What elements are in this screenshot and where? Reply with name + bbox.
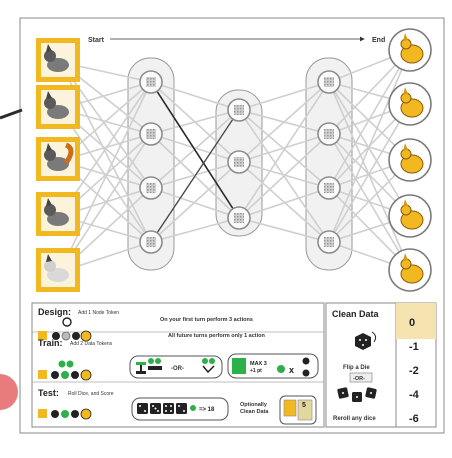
train-option-icons [136,358,215,374]
clean-data-panel [325,302,397,428]
train-icons [38,360,92,381]
network-node[interactable] [139,176,163,200]
test-threshold: => 18 [199,407,215,413]
test-subtitle: Roll Dice, and Score [68,391,114,397]
train-pt: +1 pt [250,368,262,374]
train-max-box [227,353,319,379]
train-subtitle: Add 2 Data Tokens [70,341,113,347]
reroll-label: Reroll any dice [333,416,376,422]
network-node[interactable] [227,98,251,122]
test-icons [38,408,92,420]
leopard-icon [400,199,424,230]
train-x: x [289,365,294,375]
rabbit-icon [44,198,69,226]
input-tile-wolf[interactable] [36,85,80,129]
layer-1-column [127,57,175,271]
end-label: End [372,37,385,44]
active-edge [150,81,240,219]
squirrel-icon [400,253,424,284]
flip-label: Flip a Die [343,365,370,371]
green-card-icon [232,358,246,374]
test-optional-2: Clean Data [240,409,269,415]
active-edge-2 [150,109,240,243]
die-icon [355,331,377,350]
nodes [139,70,341,254]
output-rabbit[interactable] [388,82,432,126]
design-line-2: All future turns perform only 1 action [168,333,266,339]
input-tiles [36,38,80,292]
clean-data-title: Clean Data [332,309,380,319]
token-icon [277,365,285,373]
wolf-icon [44,91,69,119]
score-values: 0 -1 -2 -4 -6 [409,317,420,425]
dice-icons [137,403,196,414]
input-tile-wolf[interactable] [36,38,80,82]
network-node[interactable] [317,122,341,146]
network-node[interactable] [227,150,251,174]
fish-icon [400,33,424,64]
card-icon [283,399,297,417]
output-fish[interactable] [388,28,432,72]
edge-stick [0,108,23,120]
rabbit-icon [400,87,424,118]
squirrel-icon [44,142,74,171]
network-node[interactable] [317,176,341,200]
network-node[interactable] [139,230,163,254]
test-card-value: 5 [302,402,306,409]
reroll-dice-icon [337,387,377,402]
network-node[interactable] [227,206,251,230]
train-max: MAX 3 [250,361,267,367]
design-subtitle: Add 1 Node Token [78,310,119,316]
output-squirrel[interactable] [388,248,432,292]
clean-or: -OR- [353,376,365,382]
network-node[interactable] [317,230,341,254]
network-node[interactable] [139,122,163,146]
score-track-highlight [396,303,436,339]
design-line-1: On your first turn perform 3 actions [160,317,253,323]
score-value: -4 [409,389,420,401]
train-title: Train: [38,338,63,348]
output-circles [388,28,432,292]
score-value: -6 [409,413,419,425]
input-tile-dog[interactable] [36,248,80,292]
input-tile-rabbit[interactable] [36,192,80,236]
design-icons [38,317,92,342]
dog-icon [44,254,69,282]
score-value: -1 [409,341,419,353]
score-value: -2 [409,365,419,377]
start-label: Start [88,37,105,44]
output-leopard[interactable] [388,194,432,238]
input-tile-squirrel[interactable] [36,137,80,181]
test-title: Test: [38,388,59,398]
design-title: Design: [38,307,71,317]
test-optional-1: Optionally [240,402,268,408]
pink-marker [0,374,18,410]
output-dog[interactable] [388,138,432,182]
dog-icon [400,143,424,174]
network-node[interactable] [139,70,163,94]
wolf-icon [44,44,69,72]
score-value: 0 [409,317,415,329]
network-node[interactable] [317,70,341,94]
train-or: -OR- [171,366,184,372]
